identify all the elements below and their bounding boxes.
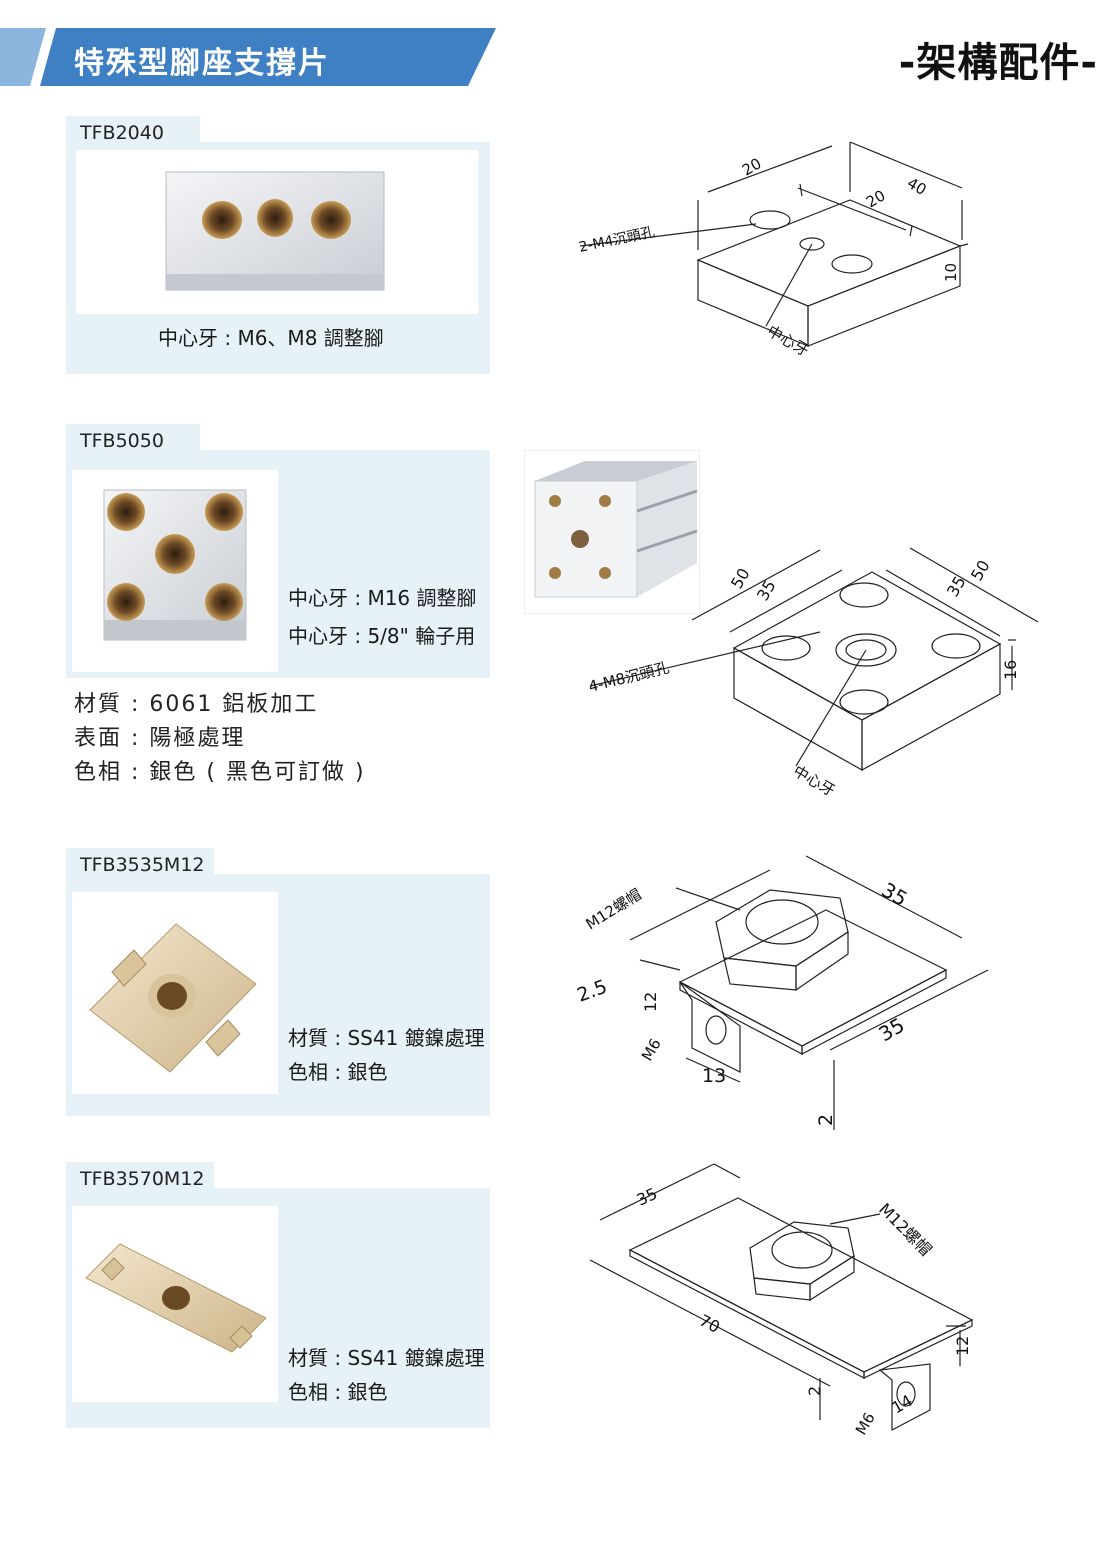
spec-surface: 表面 : 陽極處理 [74, 726, 246, 751]
dim-label: 中心牙 [764, 322, 812, 360]
dim-label: 4-M8沉頭孔 [587, 658, 671, 695]
dim-label: M12螺帽 [875, 1199, 935, 1259]
category-title: -架構配件- [898, 40, 1098, 86]
bracket-image [85, 1243, 267, 1353]
plate-image [103, 489, 247, 641]
dim-label: 20 [863, 186, 889, 211]
product-caption: 材質 : SS41 鍍鎳處理 [288, 1346, 485, 1370]
dim-label: 12 [953, 1336, 972, 1356]
product-caption: 色相 : 銀色 [288, 1060, 388, 1084]
title-banner [0, 28, 496, 86]
product-caption: 色相 : 銀色 [288, 1380, 388, 1404]
bracket-image [89, 923, 257, 1073]
product-photo-tfb3535m12 [72, 892, 278, 1094]
product-photo-tfb3570m12 [72, 1206, 278, 1402]
product-code-tfb5050: TFB5050 [66, 424, 200, 454]
dim-label: 16 [1001, 660, 1020, 680]
drawing-tfb3570m12: 35 M12螺帽 70 2 12 M6 14 [589, 1163, 974, 1438]
drawing-tfb5050: 50 35 50 35 16 4-M8沉頭孔 中心牙 [587, 547, 1039, 800]
dim-label: 2 [805, 1386, 824, 1396]
product-caption: 中心牙 : M6、M8 調整腳 [158, 326, 384, 350]
drawing-tfb3535m12: M12螺帽 35 2.5 12 35 M6 13 2 [574, 855, 989, 1130]
dim-label: 35 [634, 1184, 660, 1210]
product-caption: 中心牙 : M16 調整腳 [288, 586, 477, 610]
dim-label: 2 [815, 1114, 837, 1126]
spec-color: 色相 : 銀色 ( 黑色可訂做 ) [74, 760, 366, 785]
product-caption: 材質 : SS41 鍍鎳處理 [288, 1026, 485, 1050]
dim-label: 70 [696, 1311, 723, 1337]
product-code-tfb2040: TFB2040 [66, 116, 200, 146]
dim-label: 13 [702, 1065, 726, 1087]
dim-label: 35 [875, 1013, 909, 1047]
dim-label: M12螺帽 [583, 885, 645, 933]
dim-label: 35 [943, 573, 970, 600]
dim-label: 20 [739, 154, 765, 179]
product-code-tfb3535m12: TFB3535M12 [66, 848, 214, 878]
dim-label: 12 [641, 992, 660, 1012]
product-code-tfb3570m12: TFB3570M12 [66, 1162, 214, 1192]
block-image [165, 171, 385, 291]
dim-label: M6 [852, 1410, 879, 1438]
product-photo-tfb2040 [76, 150, 478, 314]
drawing-tfb2040: 20 40 20 10 2-M4沉頭孔 中心牙 [578, 141, 969, 360]
dim-label: 35 [878, 878, 912, 912]
dim-label: 2-M4沉頭孔 [578, 224, 657, 256]
dim-label: 中心牙 [790, 762, 838, 800]
profile-photo [524, 450, 700, 614]
page-title: 特殊型腳座支撐片 [74, 46, 330, 81]
profile-image [534, 461, 698, 598]
dim-label: 50 [967, 557, 994, 584]
product-caption: 中心牙 : 5/8" 輪子用 [288, 624, 476, 648]
dim-label: 10 [942, 263, 960, 282]
product-photo-tfb5050 [72, 470, 278, 672]
dim-label: 2.5 [574, 976, 610, 1007]
spec-material: 材質 : 6061 鋁板加工 [74, 692, 319, 717]
dim-label: M6 [638, 1036, 665, 1064]
dim-label: 35 [753, 577, 780, 604]
dim-label: 40 [904, 174, 930, 199]
